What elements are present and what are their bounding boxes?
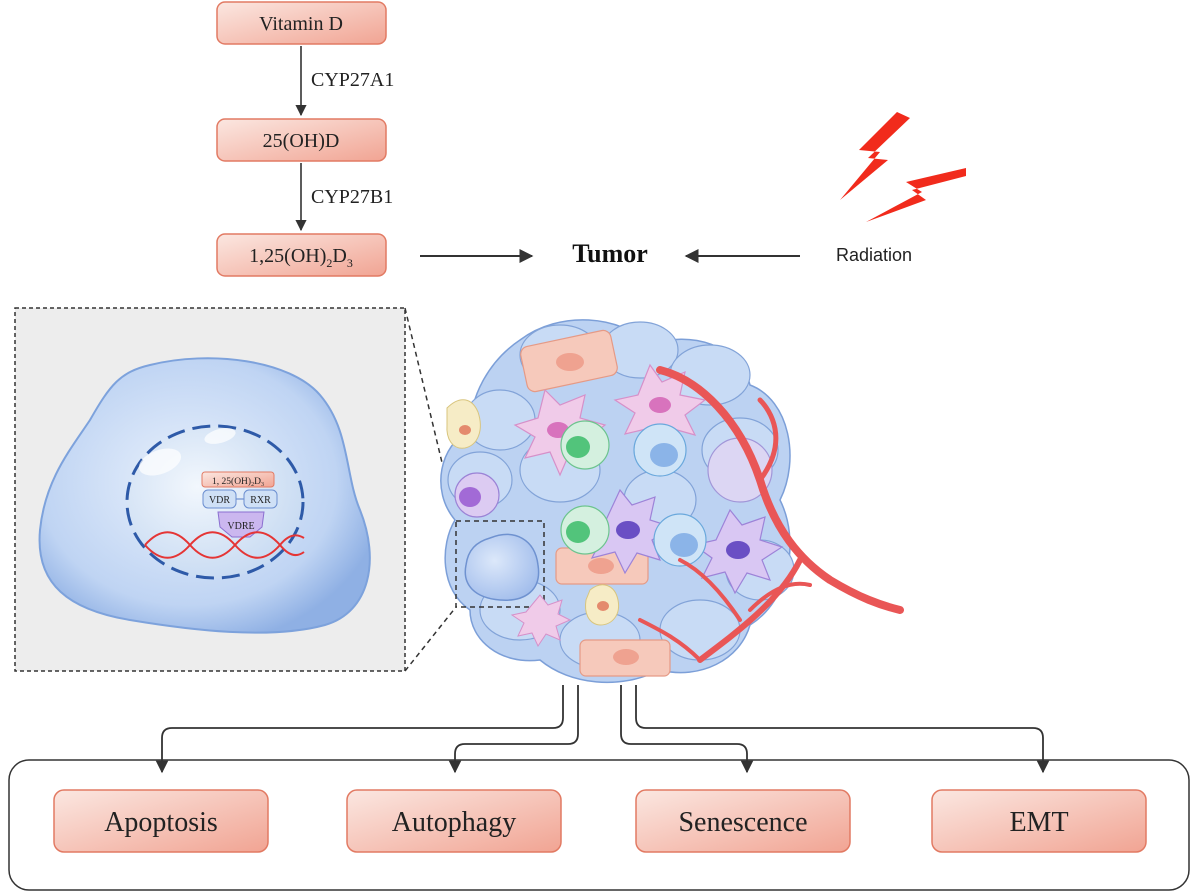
vitamin-d-box [216, 1, 387, 45]
rxr-box [243, 489, 278, 509]
outcome-autophagy: Autophagy [346, 789, 562, 853]
outcome-label: Senescence [678, 807, 807, 838]
ligand-box [201, 471, 275, 488]
rxr-label: RXR [250, 495, 271, 506]
vdre-shape [217, 511, 265, 538]
pathway: Vitamin D CYP27A1 25(OH)D CYP27B1 1,25(O… [216, 1, 394, 277]
lightning-bolt-icon [840, 112, 966, 222]
calcitriol-label: 1,25(OH)2D3 [249, 245, 353, 270]
immune-cells [446, 399, 773, 626]
vitamin-d-label: Vitamin D [259, 13, 343, 35]
cyp27a1-label: CYP27A1 [311, 69, 394, 91]
radiation-label: Radiation [836, 245, 912, 265]
25ohd-label: 25(OH)D [263, 130, 340, 152]
ligand-label: 1, 25(OH)2D3 [212, 476, 264, 488]
vdr-label: VDR [209, 495, 230, 506]
outcome-label: EMT [1009, 807, 1068, 838]
25ohd-box [216, 118, 387, 162]
dna-strand-2 [144, 531, 305, 559]
zoom-panel: 1, 25(OH)2D3 VDR RXR VDRE [14, 307, 457, 672]
outcome-label: Apoptosis [104, 807, 218, 838]
outcome-label: Autophagy [392, 807, 516, 838]
outcome-emt: EMT [931, 789, 1147, 853]
outcome-apoptosis: Apoptosis [53, 789, 269, 853]
outcomes-container [8, 759, 1190, 891]
tumor-label: Tumor [572, 239, 648, 268]
outcome-connectors [155, 685, 1050, 774]
blood-vessels [638, 366, 904, 663]
vdre-label: VDRE [227, 521, 254, 532]
cyp27b1-label: CYP27B1 [311, 186, 393, 208]
calcitriol-box [216, 233, 387, 277]
tumor-cluster [440, 319, 904, 684]
outcome-senescence: Senescence [635, 789, 851, 853]
